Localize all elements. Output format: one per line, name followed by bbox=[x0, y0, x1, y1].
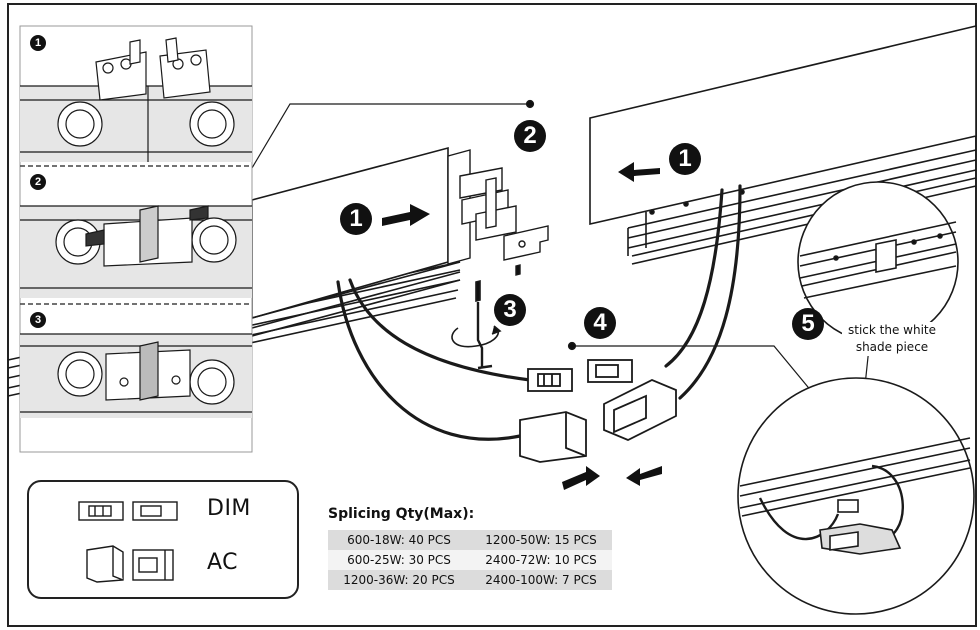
legend-icons bbox=[78, 501, 178, 583]
step-1-badge-left-panel: 1 bbox=[340, 203, 372, 235]
shade-callout-line-2: shade piece bbox=[855, 340, 929, 354]
panel-arrows bbox=[382, 162, 660, 226]
splicing-qty-title: Splicing Qty(Max): bbox=[328, 506, 475, 522]
inset-step-1-badge: 1 bbox=[30, 35, 46, 51]
splicing-qty-table: 600-18W: 40 PCS 1200-50W: 15 PCS 600-25W… bbox=[328, 530, 612, 590]
table-cell: 600-18W: 40 PCS bbox=[328, 530, 470, 550]
shade-callout: stick the white shade piece bbox=[842, 322, 942, 356]
inset-3-art bbox=[20, 333, 252, 418]
inset-1-art bbox=[20, 37, 252, 162]
table-cell: 1200-36W: 20 PCS bbox=[328, 570, 470, 590]
connectors bbox=[519, 359, 677, 463]
screw-and-key bbox=[451, 279, 502, 370]
connector-arrows bbox=[562, 466, 662, 490]
table-cell: 2400-100W: 7 PCS bbox=[470, 570, 612, 590]
step-4-badge: 4 bbox=[584, 307, 616, 339]
step-3-badge: 3 bbox=[494, 294, 526, 326]
dim-female-connector-icon bbox=[132, 501, 178, 521]
table-row: 600-25W: 30 PCS 2400-72W: 10 PCS bbox=[328, 550, 612, 570]
ac-female-connector-icon bbox=[86, 545, 124, 583]
table-row: 1200-36W: 20 PCS 2400-100W: 7 PCS bbox=[328, 570, 612, 590]
dim-male-connector-icon bbox=[78, 501, 124, 521]
inset-step-3-badge: 3 bbox=[30, 312, 46, 328]
cables bbox=[336, 184, 742, 441]
ac-male-connector-icon bbox=[132, 549, 174, 581]
inset-2-art bbox=[20, 205, 252, 298]
table-cell: 600-25W: 30 PCS bbox=[328, 550, 470, 570]
step-2-badge: 2 bbox=[514, 120, 546, 152]
outer-frame bbox=[7, 3, 977, 627]
table-cell: 1200-50W: 15 PCS bbox=[470, 530, 612, 550]
table-cell: 2400-72W: 10 PCS bbox=[470, 550, 612, 570]
connector-legend: DIM AC bbox=[27, 480, 299, 599]
detail-circle-connection bbox=[737, 377, 975, 615]
step-5-badge: 5 bbox=[792, 308, 824, 340]
inset-step-2-badge: 2 bbox=[30, 174, 46, 190]
shade-callout-line-1: stick the white bbox=[847, 323, 936, 337]
table-row: 600-18W: 40 PCS 1200-50W: 15 PCS bbox=[328, 530, 612, 550]
step-1-badge-right-panel: 1 bbox=[669, 143, 701, 175]
splice-bracket bbox=[447, 149, 549, 276]
legend-dim-label: DIM bbox=[207, 496, 251, 521]
legend-ac-label: AC bbox=[207, 550, 239, 575]
